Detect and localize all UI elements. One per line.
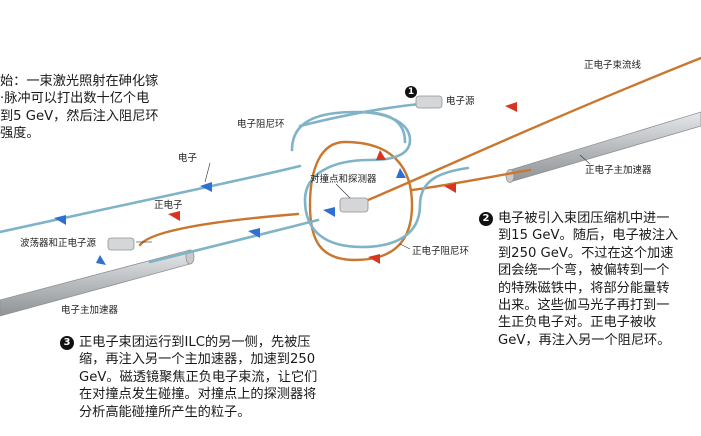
step-2-line: 生正负电子对。正电子被收 xyxy=(498,315,657,331)
step-3-line: 在对撞点发生碰撞。对撞点上的探测器将 xyxy=(79,387,317,403)
step-3-marker: 3 xyxy=(60,336,74,350)
intro-line: 强度。 xyxy=(0,126,40,142)
step-2-line: 电子被引入束团压缩机中进一 xyxy=(498,211,670,226)
intro-line: ·脉冲可以打出数十亿个电 xyxy=(0,91,150,107)
step-3-line: 正电子束团运行到ILC的另一侧，先被压 xyxy=(79,335,311,350)
step-3-line: 分析高能碰撞所产生的粒子。 xyxy=(79,404,251,420)
electron-arrow xyxy=(248,228,260,238)
positron-transfer-line xyxy=(138,212,300,247)
label-electron-source: 电子源 xyxy=(446,96,475,107)
label-positron-beamline: 正电子束流线 xyxy=(584,60,642,71)
intro-line: 始：一束激光照射在砷化镓 xyxy=(0,74,159,89)
electron-arrow xyxy=(54,215,66,225)
positron-beamline-upper xyxy=(356,56,701,206)
undulator-module xyxy=(107,237,135,251)
electron-beamline-main xyxy=(0,164,302,234)
intro-line: 到5 GeV，然后注入阻尼环 xyxy=(0,108,159,124)
positron-arrow xyxy=(368,254,380,264)
label-positron-damping-ring: 正电子阻尼环 xyxy=(412,246,470,257)
positron-arrow xyxy=(376,150,386,160)
electron-lower-line xyxy=(148,218,320,264)
detector-module xyxy=(339,197,369,213)
step-2-marker: 2 xyxy=(479,212,493,226)
positron-arrow xyxy=(168,211,180,221)
label-electron: 电子 xyxy=(178,153,198,164)
electron-arrow xyxy=(323,207,335,217)
label-positron-main-linac: 正电子主加速器 xyxy=(585,165,652,176)
electron-arrow xyxy=(396,168,406,178)
positron-arrow xyxy=(444,183,456,193)
step-2-paragraph: 2 电子被引入束团压缩机中进一 到15 GeV。随后，电子被注入 到250 GeV… xyxy=(479,210,678,349)
label-electron-main-linac: 电子主加速器 xyxy=(61,305,119,316)
label-positron: 正电子 xyxy=(154,200,183,211)
leader-lines xyxy=(136,154,591,250)
step-3-line: GeV。磁透镜聚焦正负电子束流，让它们 xyxy=(79,369,318,385)
step-2-line: 到250 GeV。不过在这个加速 xyxy=(498,245,674,261)
step-1-marker: 1 xyxy=(405,86,417,98)
step-2-line: 团会绕一个弯，被偏转到一个 xyxy=(498,263,670,279)
step-2-line: 出来。这些伽马光子再打到一 xyxy=(498,298,670,314)
components xyxy=(107,95,443,251)
label-ip-detectors: 对撞点和探测器 xyxy=(310,174,377,185)
electron-arrow xyxy=(96,255,106,265)
step-3-line: 缩，再注入另一个主加速器，加速到250 xyxy=(79,352,316,368)
step-2-line: GeV，再注入另一个阻尼环。 xyxy=(498,332,671,348)
step-2-line: 的特殊磁铁中，将部分能量转 xyxy=(498,280,670,296)
electron-arrow xyxy=(200,182,212,192)
electron-ring-outer xyxy=(358,110,407,144)
step-2-line: 到15 GeV。随后，电子被注入 xyxy=(498,228,679,244)
label-electron-damping-ring: 电子阻尼环 xyxy=(237,119,285,130)
positron-arrows xyxy=(168,102,517,264)
intro-paragraph: 始：一束激光照射在砷化镓 ·脉冲可以打出数十亿个电 到5 GeV，然后注入阻尼环… xyxy=(0,73,159,143)
electron-arrows xyxy=(54,168,406,265)
step-3-paragraph: 3 正电子束团运行到ILC的另一侧，先被压 缩，再注入另一个主加速器，加速到250… xyxy=(60,334,317,421)
label-undulator-positron-source: 波荡器和正电子源 xyxy=(20,238,97,249)
positron-arrow xyxy=(505,102,517,112)
electron-source-module xyxy=(415,95,443,109)
